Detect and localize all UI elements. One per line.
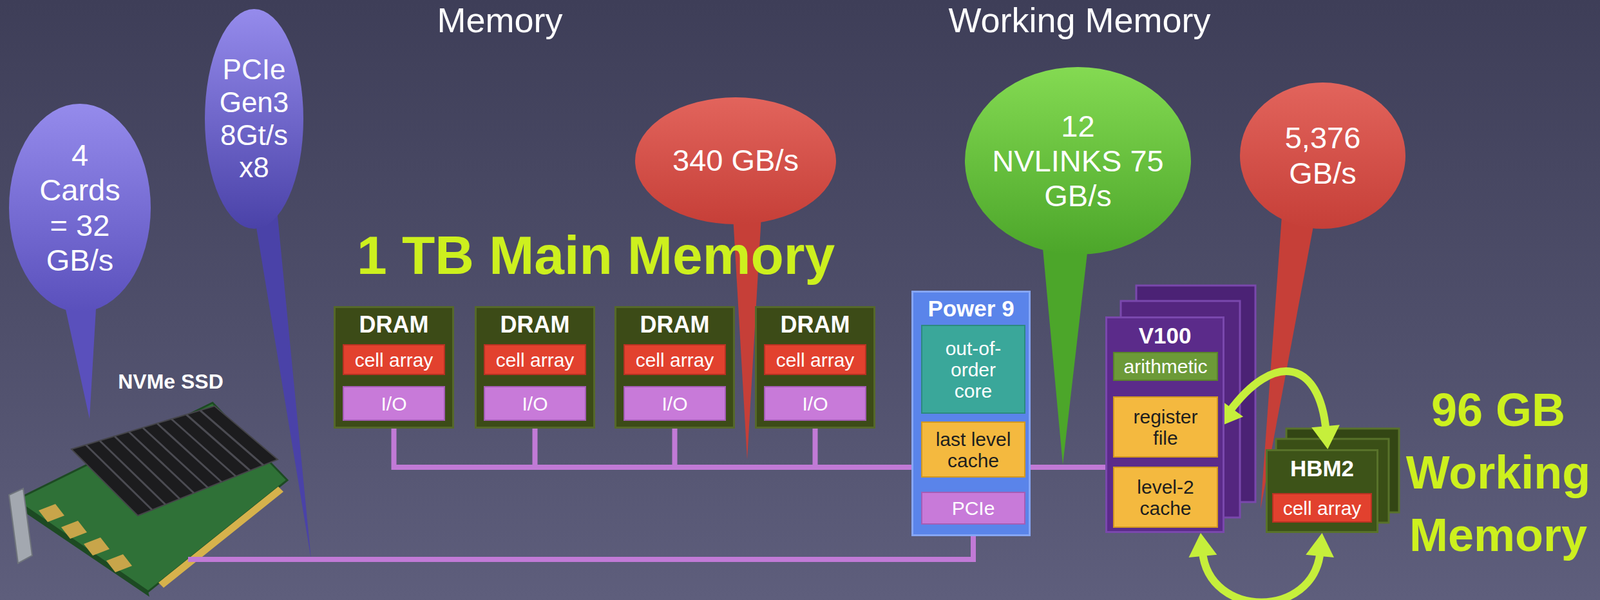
block-label: I/O	[801, 392, 828, 415]
balloon-tail	[63, 297, 97, 419]
component-title: HBM2	[1267, 454, 1377, 482]
text-wrap: 12 NVLINKS 75 GB/s	[984, 108, 1172, 214]
callout-text: 5,376 GB/s	[1265, 120, 1381, 191]
block-box: cell array	[483, 343, 587, 375]
component-title: DRAM	[335, 310, 453, 339]
component-box: DRAM cell arrayI/O	[614, 305, 735, 429]
balloon-tail	[1042, 241, 1089, 465]
balloon-ellipse	[635, 97, 837, 225]
component-box: Power 9 out-of-order core last level cache…	[911, 290, 1031, 536]
ssd-chip	[61, 520, 87, 539]
ssd-chip	[106, 553, 133, 572]
arrowhead	[1311, 424, 1340, 449]
callout-balloon: 5,376 GB/s	[1239, 81, 1407, 230]
block-box: PCIe	[921, 491, 1026, 525]
heading-text: Memory	[436, 0, 563, 40]
block-label: cell array	[1283, 497, 1362, 519]
block-box: register file	[1113, 396, 1219, 458]
block-box: level-2 cache	[1113, 466, 1219, 528]
block-label: cell array	[776, 349, 855, 371]
component-title: DRAM	[476, 310, 594, 339]
block-label: register file	[1123, 405, 1208, 449]
heading-text: Working Memory	[948, 0, 1211, 40]
connector	[1030, 466, 1106, 468]
block-label: I/O	[661, 392, 688, 415]
balloon-ellipse	[204, 9, 304, 229]
heatsink-fins	[85, 410, 264, 510]
line-spacer	[1100, 108, 1172, 144]
connector-line	[1030, 464, 1106, 470]
callout-text: 4 Cards = 32 GB/s	[34, 137, 125, 277]
balloon-tails	[63, 209, 1316, 560]
ssd-board-edge	[14, 499, 150, 597]
connector-line	[1228, 371, 1327, 431]
block-box: I/O	[763, 385, 867, 421]
connector-line	[1202, 551, 1321, 600]
callout-balloon: 12 NVLINKS 75 GB/s	[964, 66, 1192, 256]
callout-balloon: 340 GB/s	[634, 96, 837, 225]
block-box: cell array	[763, 343, 867, 375]
balloon-tail	[254, 209, 312, 560]
block-box: I/O	[342, 385, 446, 421]
callout-text: 12 NVLINKS 75 GB/s	[991, 108, 1164, 213]
ssd-chip	[38, 503, 65, 522]
block-box: I/O	[623, 385, 726, 421]
block-box: I/O	[483, 385, 587, 421]
callout-balloon: 4 Cards = 32 GB/s	[8, 103, 152, 313]
block-label: last level cache	[924, 428, 1022, 471]
callout-text: PCIe Gen3 8Gt/s x8	[215, 53, 294, 184]
block-box: arithmetic	[1113, 351, 1219, 381]
memory-label: 96 GB Working Memory	[1400, 378, 1597, 567]
block-label: level-2 cache	[1117, 476, 1215, 519]
balloon-ellipse	[9, 103, 151, 312]
callout-balloon: PCIe Gen3 8Gt/s x8	[204, 8, 305, 230]
balloon-ellipse	[964, 66, 1191, 255]
memory-label: 1 TB Main Memory	[356, 224, 835, 287]
ssd-board	[15, 402, 288, 592]
component-title: V100	[1107, 322, 1223, 350]
component-box: DRAM cell arrayI/O	[474, 305, 596, 429]
component-box: V100 arithmetic register file level-2 cache	[1105, 316, 1225, 533]
block-label: I/O	[380, 392, 407, 415]
block-box: cell array	[1272, 492, 1372, 523]
block-box: cell array	[342, 343, 446, 375]
block-label: arithmetic	[1123, 355, 1208, 377]
block-label: PCIe	[952, 497, 996, 519]
arrowhead	[1305, 532, 1334, 558]
block-label: cell array	[495, 349, 575, 371]
component-box: DRAM cell arrayI/O	[333, 305, 455, 429]
balloon-ellipse	[1239, 82, 1406, 229]
ssd-chip	[83, 537, 110, 556]
block-box: out-of-order core	[921, 324, 1026, 414]
device-label: NVMe SSD	[117, 369, 224, 394]
block-box: last level cache	[921, 421, 1026, 478]
line-spacer	[984, 108, 1056, 144]
ssd-heatsink	[71, 405, 278, 516]
component-title: DRAM	[616, 310, 734, 339]
component-title: Power 9	[913, 295, 1029, 323]
block-label: out-of-order core	[931, 337, 1016, 402]
block-label: cell array	[354, 349, 434, 371]
connector	[1218, 371, 1340, 449]
nvme-ssd-card	[9, 402, 288, 597]
block-label: I/O	[521, 392, 548, 415]
component-box: HBM2 cell array	[1265, 448, 1379, 533]
block-label: cell array	[635, 349, 715, 371]
block-box: cell array	[623, 343, 726, 375]
callout-text: 340 GB/s	[651, 142, 820, 178]
ssd-bracket	[9, 488, 33, 563]
connector	[1189, 532, 1334, 600]
ssd-gold-fingers	[158, 486, 284, 588]
component-title: DRAM	[756, 310, 874, 339]
component-box: DRAM cell arrayI/O	[754, 305, 876, 429]
pcie-wire	[188, 524, 974, 560]
arrowhead	[1189, 532, 1218, 558]
